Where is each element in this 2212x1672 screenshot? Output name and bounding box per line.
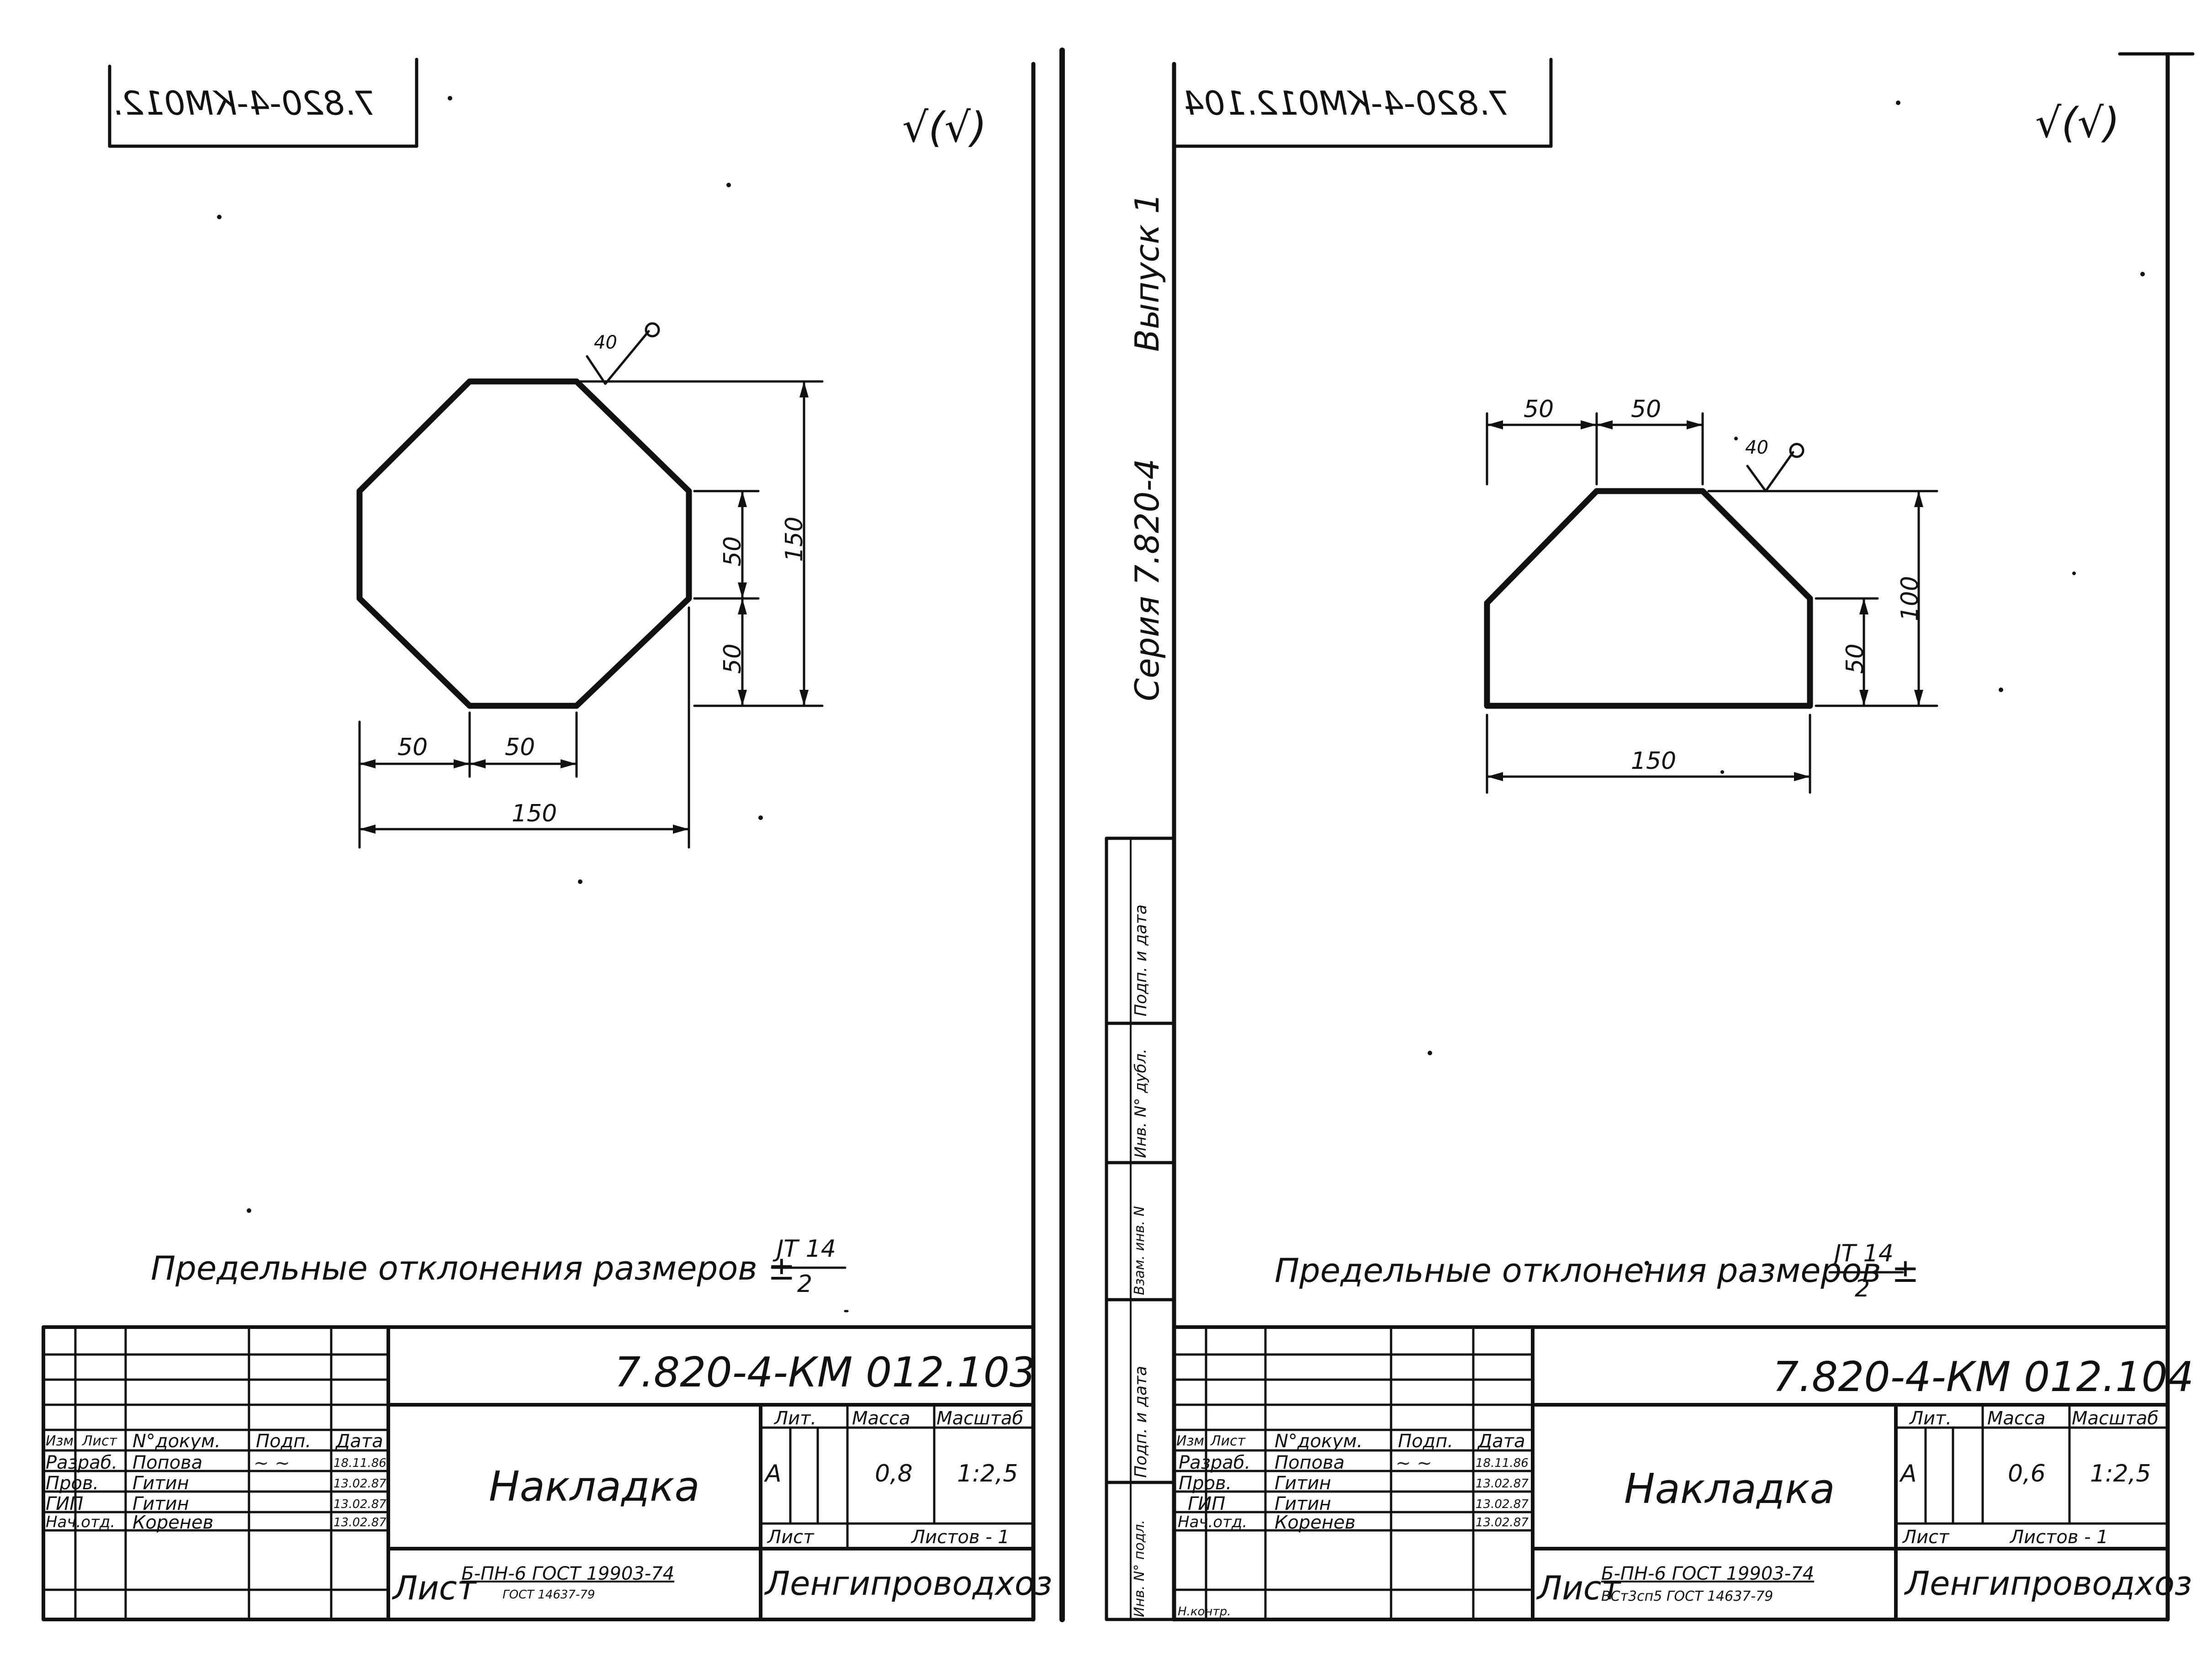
scale-value-2: 1:2,5 bbox=[2090, 1460, 2151, 1487]
material-standard: ГОСТ 14637-79 bbox=[503, 1588, 595, 1602]
date-developer-2: 18.11.86 bbox=[1476, 1456, 1529, 1470]
roughness-symbol-2: √(√) bbox=[2035, 99, 2120, 147]
hdr-doc-2: N°докум. bbox=[1275, 1431, 1363, 1452]
dim-bottom-total: 150 bbox=[1631, 747, 1677, 775]
tolerance-note: Предельные отклонения размеров ± bbox=[151, 1249, 795, 1287]
margin-field-replace-inv: Взам. инв. N bbox=[1132, 1206, 1148, 1295]
signatures-left: ~ ~ bbox=[254, 1453, 290, 1474]
tolerance-numerator-2: JT 14 bbox=[1834, 1240, 1894, 1267]
dim-height-total: 150 bbox=[781, 516, 808, 562]
part-title: Накладка bbox=[489, 1463, 700, 1511]
scale-value: 1:2,5 bbox=[957, 1460, 1018, 1487]
series-label: Серия 7.820-4 bbox=[1128, 458, 1166, 701]
name-dept-head-2: Коренев bbox=[1275, 1512, 1356, 1533]
lit-value: А bbox=[765, 1460, 782, 1487]
dim-width-b: 50 bbox=[505, 734, 535, 761]
date-dept-head: 13.02.87 bbox=[333, 1516, 386, 1529]
date-gip-2: 13.02.87 bbox=[1476, 1497, 1529, 1511]
dim-width-total: 150 bbox=[512, 800, 557, 827]
date-dept-head-2: 13.02.87 bbox=[1476, 1516, 1529, 1529]
date-gip: 13.02.87 bbox=[333, 1497, 386, 1511]
sheet-label: Лист bbox=[767, 1527, 814, 1548]
mass-header: Масса bbox=[852, 1408, 910, 1429]
role-gip-2: ГИП bbox=[1188, 1493, 1226, 1514]
tolerance-numerator: JT 14 bbox=[777, 1235, 836, 1263]
mass-value-2: 0,6 bbox=[2008, 1460, 2046, 1487]
hdr-sign-2: Подп. bbox=[1398, 1431, 1454, 1452]
dim-height-a: 50 bbox=[719, 536, 746, 566]
hdr-date-2: Дата bbox=[1478, 1431, 1525, 1452]
date-checker-2: 13.02.87 bbox=[1476, 1477, 1529, 1491]
sheet-label-2: Лист bbox=[1903, 1527, 1949, 1548]
role-dept-head-2: Нач.отд. bbox=[1178, 1513, 1248, 1531]
hdr-doc: N°докум. bbox=[132, 1431, 221, 1452]
lit-header: Лит. bbox=[774, 1408, 817, 1429]
mass-value: 0,8 bbox=[875, 1460, 913, 1487]
hdr-izm-2: Изм. bbox=[1176, 1433, 1209, 1449]
issue-label: Выпуск 1 bbox=[1128, 193, 1166, 352]
material-standard-2: ВСт3сп5 ГОСТ 14637-79 bbox=[1601, 1588, 1773, 1604]
margin-field-orig-inv: Инв. N° подл. bbox=[1132, 1519, 1148, 1617]
role-developer: Разраб. bbox=[46, 1452, 118, 1473]
drawing-code: 7.820-4-КМ 012.103 bbox=[614, 1349, 1036, 1397]
lit-value-2: А bbox=[1900, 1460, 1917, 1487]
role-checker-2: Пров. bbox=[1179, 1473, 1232, 1494]
material-grade-2: Б-ПН-6 ГОСТ 19903-74 bbox=[1601, 1563, 1815, 1584]
role-checker: Пров. bbox=[46, 1473, 99, 1494]
tolerance-note-2: Предельные отклонения размеров ± bbox=[1275, 1251, 1919, 1290]
dim-top-b: 50 bbox=[1631, 396, 1662, 423]
corner-code-mirrored-2: 7.820-4-КМ012.104 bbox=[1183, 84, 1510, 122]
mass-header-2: Масса bbox=[1987, 1408, 2046, 1429]
organization: Ленгипроводхоз bbox=[765, 1564, 1053, 1603]
role-norm-control-2: Н.контр. bbox=[1178, 1605, 1231, 1619]
tolerance-denominator: 2 bbox=[797, 1270, 813, 1298]
material-grade: Б-ПН-6 ГОСТ 19903-74 bbox=[461, 1563, 675, 1584]
hdr-list: Лист bbox=[82, 1433, 117, 1449]
signatures-right: ~ ~ bbox=[1396, 1453, 1432, 1474]
name-gip-2: Гитин bbox=[1275, 1493, 1331, 1514]
name-checker-2: Гитин bbox=[1275, 1473, 1331, 1494]
dim-height-low: 50 bbox=[1842, 643, 1869, 674]
sheets-count-2: Листов - 1 bbox=[2010, 1527, 2108, 1548]
organization-2: Ленгипроводхоз bbox=[1905, 1564, 2192, 1603]
sheets-count: Листов - 1 bbox=[911, 1527, 1010, 1548]
lit-header-2: Лит. bbox=[1910, 1408, 1952, 1429]
hdr-date: Дата bbox=[336, 1431, 383, 1452]
role-dept-head: Нач.отд. bbox=[46, 1513, 116, 1531]
trapezoid-part-outline bbox=[1484, 488, 1813, 709]
margin-field-sign-date-2: Подп. и дата bbox=[1132, 1365, 1150, 1478]
hdr-sign: Подп. bbox=[256, 1431, 312, 1452]
scale-header: Масштаб bbox=[937, 1408, 1024, 1429]
part-title-2: Накладка bbox=[1624, 1465, 1835, 1513]
dim-width-a: 50 bbox=[397, 734, 428, 761]
material-prefix-2: Лист bbox=[1537, 1569, 1621, 1607]
name-checker: Гитин bbox=[132, 1473, 189, 1494]
date-developer: 18.11.86 bbox=[333, 1456, 386, 1470]
octagon-part-outline bbox=[356, 378, 692, 709]
scale-header-2: Масштаб bbox=[2072, 1408, 2159, 1429]
hdr-izm: Изм. bbox=[46, 1433, 78, 1449]
name-dept-head: Коренев bbox=[132, 1512, 214, 1533]
margin-field-dup-inv: Инв. N° дубл. bbox=[1132, 1048, 1150, 1158]
date-checker: 13.02.87 bbox=[333, 1477, 386, 1491]
roughness-symbol: √(√) bbox=[902, 104, 987, 152]
name-gip: Гитин bbox=[132, 1493, 189, 1514]
drawing-code-2: 7.820-4-КМ 012.104 bbox=[1773, 1353, 2194, 1401]
roughness-note: 40 bbox=[594, 332, 617, 353]
dim-height-total-2: 100 bbox=[1896, 576, 1924, 621]
margin-field-sign-date: Подп. и дата bbox=[1132, 904, 1150, 1016]
tolerance-denominator-2: 2 bbox=[1855, 1275, 1870, 1302]
hdr-list-2: Лист bbox=[1211, 1433, 1246, 1449]
corner-code-mirrored: 7.820-4-КМ012. bbox=[112, 84, 376, 122]
dim-top-a: 50 bbox=[1524, 396, 1554, 423]
role-developer-2: Разраб. bbox=[1179, 1452, 1251, 1473]
name-developer: Попова bbox=[132, 1452, 203, 1473]
dim-height-b: 50 bbox=[719, 643, 746, 674]
role-gip: ГИП bbox=[46, 1493, 84, 1514]
roughness-note-2: 40 bbox=[1745, 437, 1768, 458]
name-developer-2: Попова bbox=[1275, 1452, 1345, 1473]
material-prefix: Лист bbox=[393, 1569, 476, 1607]
